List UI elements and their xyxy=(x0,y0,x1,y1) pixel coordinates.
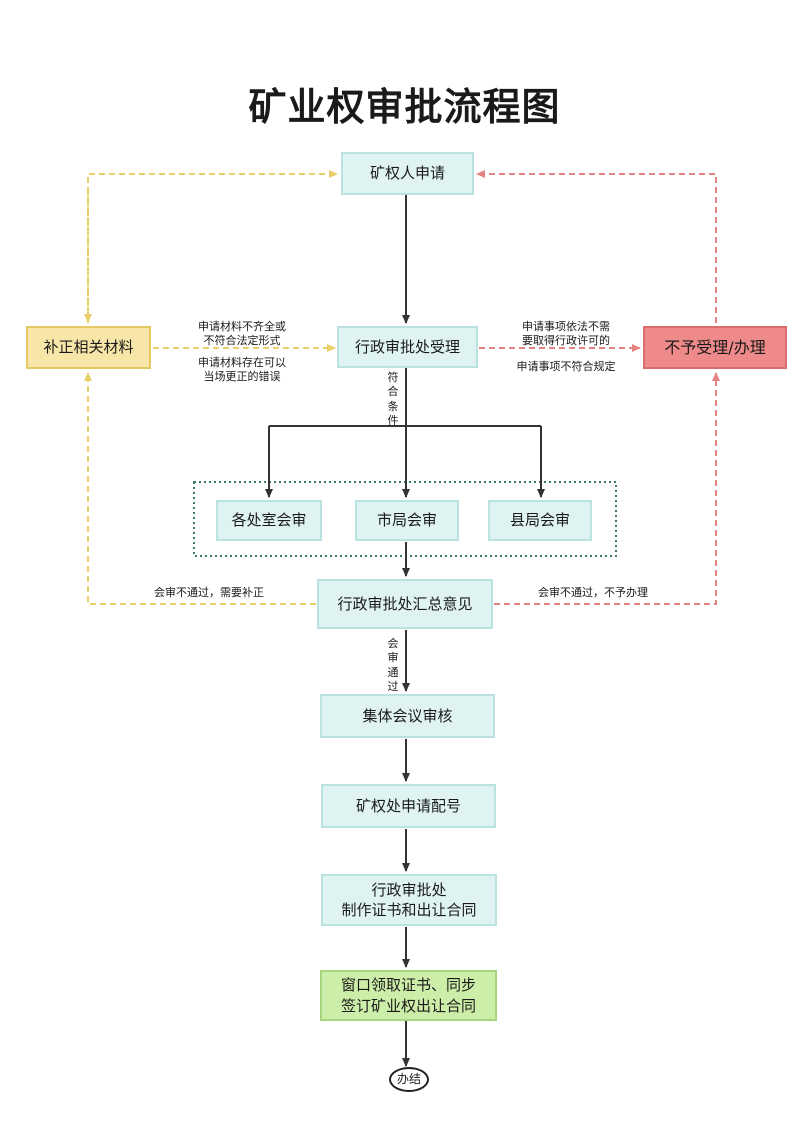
label-not-compliant-text: 申请事项不符合规定 xyxy=(516,360,616,373)
node-end: 办结 xyxy=(389,1067,429,1092)
label-correctable-line1: 申请材料存在可以 xyxy=(198,356,286,369)
label-correctable-line2: 当场更正的错误 xyxy=(203,369,281,383)
node-city-review: 市局会审 xyxy=(355,500,459,541)
dash-reject-to-apply xyxy=(476,170,717,323)
node-summary-label: 行政审批处汇总意见 xyxy=(337,594,473,613)
label-no-permit: 申请事项依法不需 要取得行政许可的 xyxy=(506,320,626,348)
node-apply: 矿权人申请 xyxy=(341,152,474,195)
node-dept-review-label: 各处室会审 xyxy=(231,511,307,530)
label-correctable: 申请材料存在可以 当场更正的错误 xyxy=(182,356,302,384)
dash-summary-to-reject xyxy=(494,372,720,605)
node-reject-label: 不予受理/办理 xyxy=(664,337,766,357)
node-apply-label: 矿权人申请 xyxy=(369,164,445,183)
label-review-fail-fix: 会审不通过，需要补正 xyxy=(154,586,264,599)
node-summary: 行政审批处汇总意见 xyxy=(317,579,493,629)
node-make-cert-line2: 制作证书和出让合同 xyxy=(341,901,477,919)
dash-supplement-to-apply xyxy=(87,170,338,323)
label-review-fail-reject: 会审不通过，不予办理 xyxy=(538,586,648,599)
dash-summary-to-supplement xyxy=(84,372,316,605)
node-reject: 不予受理/办理 xyxy=(643,326,787,369)
node-county-review-label: 县局会审 xyxy=(509,511,570,530)
node-collective-label: 集体会议审核 xyxy=(362,706,453,725)
label-meets-conditions: 符合条件 xyxy=(387,371,399,427)
node-end-label: 办结 xyxy=(396,1072,421,1087)
node-supplement: 补正相关材料 xyxy=(26,326,151,369)
node-dept-review: 各处室会审 xyxy=(216,500,322,541)
label-no-permit-line2: 要取得行政许可的 xyxy=(522,333,610,347)
label-incomplete: 申请材料不齐全或 不符合法定形式 xyxy=(182,320,302,348)
label-not-compliant: 申请事项不符合规定 xyxy=(504,360,628,374)
label-incomplete-line1: 申请材料不齐全或 xyxy=(198,320,286,333)
node-county-review: 县局会审 xyxy=(488,500,592,541)
node-make-cert: 行政审批处 制作证书和出让合同 xyxy=(321,874,497,926)
label-review-pass: 会审通过 xyxy=(387,637,399,693)
node-collect-line2: 签订矿业权出让合同 xyxy=(340,996,476,1015)
node-collect: 窗口领取证书、同步 签订矿业权出让合同 xyxy=(320,970,497,1021)
node-number: 矿权处申请配号 xyxy=(321,784,496,828)
node-accept-label: 行政审批处受理 xyxy=(354,337,460,356)
node-make-cert-line1: 行政审批处 xyxy=(371,880,447,899)
node-collect-line1: 窗口领取证书、同步 xyxy=(340,976,476,995)
node-accept: 行政审批处受理 xyxy=(337,326,478,368)
node-city-review-label: 市局会审 xyxy=(376,511,437,530)
label-no-permit-line1: 申请事项依法不需 xyxy=(522,320,610,333)
label-incomplete-line2: 不符合法定形式 xyxy=(203,333,281,347)
node-collective: 集体会议审核 xyxy=(320,694,495,738)
page-title: 矿业权审批流程图 xyxy=(248,85,561,129)
node-number-label: 矿权处申请配号 xyxy=(355,796,461,815)
node-supplement-label: 补正相关材料 xyxy=(43,338,134,357)
